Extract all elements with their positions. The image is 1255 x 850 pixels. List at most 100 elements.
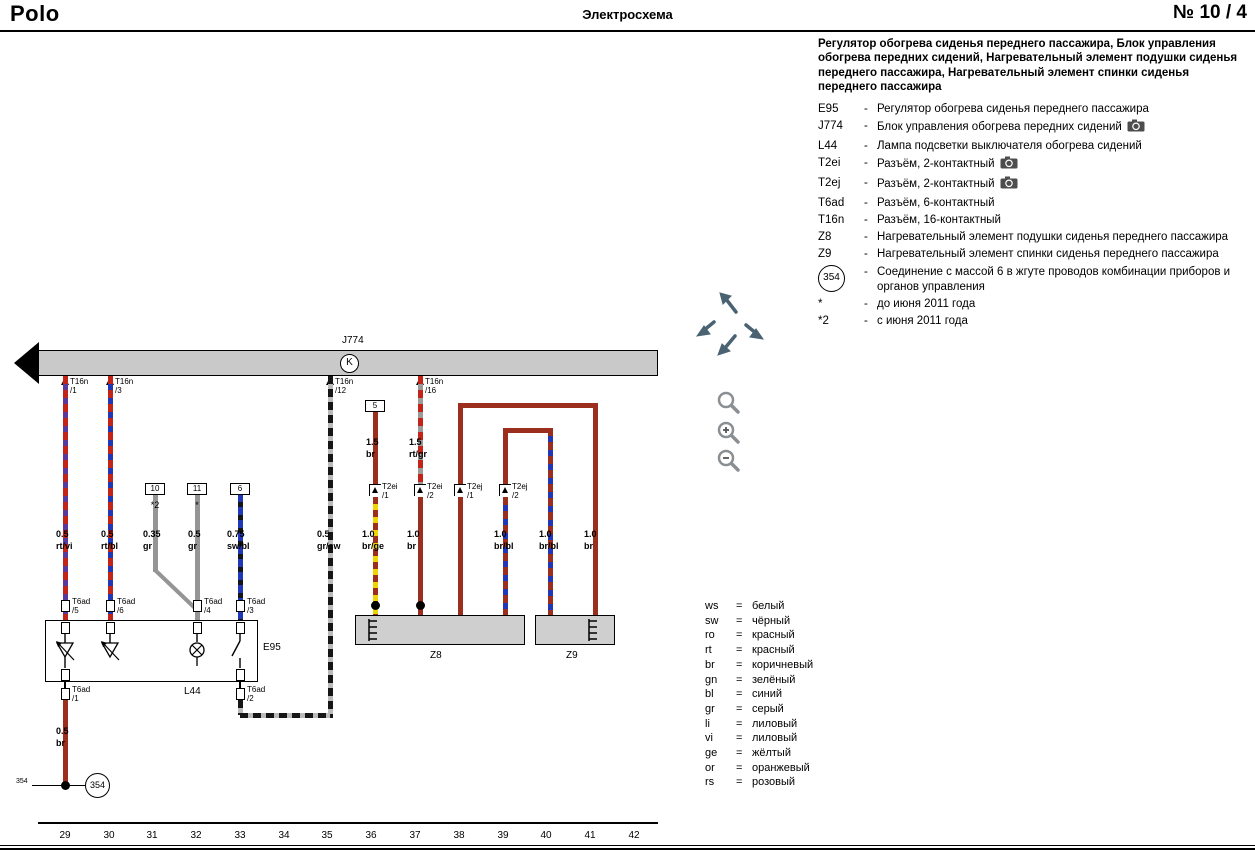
pin-label-t6ad-6: T6ad/6 <box>117 597 136 615</box>
zoom-icon[interactable] <box>716 390 742 421</box>
diagram-navigation <box>690 285 770 370</box>
color-legend-row: or=оранжевый <box>705 761 810 774</box>
variant-mark-star2: *2 <box>150 500 160 510</box>
color-legend-row: br=коричневый <box>705 658 814 671</box>
camera-icon[interactable] <box>1000 176 1018 193</box>
e95-pin <box>235 669 245 681</box>
bus-continuation-arrow-icon <box>14 342 39 384</box>
pin-label-t6ad-2: T6ad/2 <box>247 685 266 703</box>
track-number: 35 <box>321 830 333 841</box>
color-legend-row: ge=жёлтый <box>705 747 791 760</box>
wire-brbl-loop-left <box>502 430 508 485</box>
wire-gr-05 <box>194 494 200 622</box>
e95-pin <box>105 622 115 634</box>
nav-up-left-arrow-icon[interactable] <box>719 292 738 314</box>
wire-gr-sw-vertical <box>327 376 333 718</box>
connector-t6ad-6 <box>105 600 115 612</box>
pin-label-t16n-12: T16n/12 <box>335 377 354 395</box>
component-label-z8: Z8 <box>430 650 442 661</box>
track-number: 42 <box>628 830 640 841</box>
track-number: 39 <box>497 830 509 841</box>
color-legend-row: sw=чёрный <box>705 614 791 627</box>
pin-label-t2ei-2: T2ei/2 <box>427 482 443 500</box>
legend-item-star2: *2 - с июня 2011 года <box>818 315 968 328</box>
wire-br-to-z8 <box>417 497 423 616</box>
track-number: 37 <box>409 830 421 841</box>
nav-right-arrow-icon[interactable] <box>744 323 765 340</box>
color-legend-row: rs=розовый <box>705 776 796 789</box>
bus-k-terminal: K <box>340 354 359 373</box>
component-z8-seat-heater <box>355 615 525 645</box>
wire-rt-gr <box>417 376 423 485</box>
wire-br-ground <box>62 700 68 785</box>
footer-line <box>0 844 1255 846</box>
track-number: 33 <box>234 830 246 841</box>
connector-t2ej-1-icon <box>454 484 466 496</box>
pin-label-t6ad-3: T6ad/3 <box>247 597 266 615</box>
pin-label-t16n-1: T16n/1 <box>70 377 89 395</box>
color-legend-row: ro=красный <box>705 629 795 642</box>
pin-label-t6ad-5: T6ad/5 <box>72 597 91 615</box>
ground-line <box>32 784 85 786</box>
junction-dot <box>416 601 425 610</box>
legend-item-star: * - до июня 2011 года <box>818 298 976 311</box>
track-number: 38 <box>453 830 465 841</box>
pin-label-t2ej-2: T2ej/2 <box>512 482 528 500</box>
track-number: 29 <box>59 830 71 841</box>
wire-gr-035 <box>152 494 158 572</box>
pin-label-t16n-16: T16n/16 <box>425 377 444 395</box>
footer-line-thick <box>0 847 1255 850</box>
wire-stub <box>64 682 66 688</box>
pin-label-t16n-3: T16n/3 <box>115 377 134 395</box>
legend-item-e95: E95 - Регулятор обогрева сиденья передне… <box>818 102 1149 115</box>
track-number: 30 <box>103 830 115 841</box>
component-e95-regulator <box>45 620 258 682</box>
camera-icon[interactable] <box>1000 156 1018 173</box>
variant-mark-star: * <box>195 500 199 510</box>
pin-label-t2ei-1: T2ei/1 <box>382 482 398 500</box>
track-number: 32 <box>190 830 202 841</box>
legend-item-l44: L44 - Лампа подсветки выключателя обогре… <box>818 139 1142 152</box>
connector-t6ad-5 <box>60 600 70 612</box>
color-legend-row: bl=синий <box>705 688 783 701</box>
connector-t6ad-4 <box>192 600 202 612</box>
legend-item-t6ad: T6ad - Разъём, 6-контактный <box>818 196 995 209</box>
legend-item-z9: Z9 - Нагревательный элемент спинки сиден… <box>818 247 1219 260</box>
e95-internal-symbols <box>55 633 241 668</box>
wire-rt-bl <box>107 376 113 622</box>
wire-br-bl-to-z8 <box>502 497 508 616</box>
legend-item-t16n: T16n - Разъём, 16-контактный <box>818 213 1001 226</box>
wire-brbl-loop-top <box>502 428 553 433</box>
track-number: 36 <box>365 830 377 841</box>
page-number: № 10 / 4 <box>1173 2 1247 23</box>
connector-t2ej-2-icon <box>499 484 511 496</box>
zoom-out-icon[interactable] <box>716 448 742 479</box>
wire-br-ge <box>372 497 378 616</box>
ground-point-354-small: 354 <box>16 778 28 785</box>
track-ref-box-5: 5 <box>365 400 385 412</box>
color-legend-row: vi=лиловый <box>705 732 798 745</box>
header-divider <box>0 30 1255 32</box>
nav-left-arrow-icon[interactable] <box>695 320 716 337</box>
component-label-z9: Z9 <box>566 650 578 661</box>
connector-t2ei-2-icon <box>414 484 426 496</box>
color-legend-row: gr=серый <box>705 702 784 715</box>
zoom-in-icon[interactable] <box>716 420 742 451</box>
pin-label-t2ej-1: T2ej/1 <box>467 482 483 500</box>
nav-down-left-arrow-icon[interactable] <box>717 334 737 356</box>
wire-br-loop-top <box>457 403 598 408</box>
camera-icon[interactable] <box>1127 119 1145 136</box>
heater-element-icon <box>368 619 377 641</box>
wire-gr-sw-horizontal <box>240 713 330 718</box>
pin-label-t6ad-1: T6ad/1 <box>72 685 91 703</box>
brand-title: Polo <box>10 1 60 26</box>
connector-t6ad-1 <box>60 688 70 700</box>
track-number: 40 <box>540 830 552 841</box>
